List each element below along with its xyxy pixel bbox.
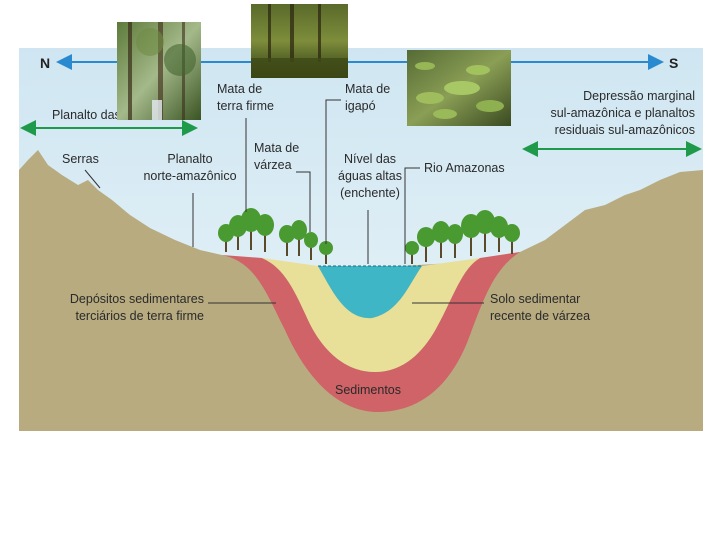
serras-label: Serras — [62, 152, 99, 166]
north-label: N — [40, 55, 50, 71]
mata-varzea-label-1: Mata de — [254, 141, 299, 155]
river-water — [318, 266, 422, 319]
depressao-label-3: residuais sul-amazônicos — [555, 123, 695, 137]
rio-amazonas-label: Rio Amazonas — [424, 161, 505, 175]
planalto-norte-label-2: norte-amazônico — [143, 169, 236, 183]
terra-firme-forest-photo — [117, 22, 201, 120]
planalto-norte-label-1: Planalto — [167, 152, 212, 166]
depositos-label-1: Depósitos sedimentares — [70, 292, 204, 306]
nivel-aguas-label-1: Nível das — [344, 152, 396, 166]
depressao-label-1: Depressão marginal — [583, 89, 695, 103]
planalto-das-label: Planalto das — [52, 108, 121, 122]
igapo-flooded-forest-photo — [251, 4, 348, 78]
nivel-aguas-label-3: (enchente) — [340, 186, 400, 200]
depositos-label-2: terciários de terra firme — [75, 309, 204, 323]
trees-right — [405, 210, 520, 264]
water-lilies-photo — [407, 50, 511, 126]
mata-terra-firme-label-2: terra firme — [217, 99, 274, 113]
leader-lines — [84, 99, 484, 304]
mata-terra-firme-label-1: Mata de — [217, 82, 262, 96]
trees-left — [218, 208, 333, 264]
mata-igapo-label-1: Mata de — [345, 82, 390, 96]
tertiary-deposits-layer — [222, 252, 520, 413]
sedimentos-label: Sedimentos — [335, 383, 401, 397]
nivel-aguas-label-2: águas altas — [338, 169, 402, 183]
mata-igapo-label-2: igapó — [345, 99, 376, 113]
solo-sedimentar-label-2: recente de várzea — [490, 309, 590, 323]
solo-sedimentar-label-1: Solo sedimentar — [490, 292, 580, 306]
south-label: S — [669, 55, 678, 71]
mata-varzea-label-2: várzea — [254, 158, 292, 172]
depressao-label-2: sul-amazônica e planaltos — [550, 106, 695, 120]
varzea-soil-layer — [262, 258, 480, 372]
